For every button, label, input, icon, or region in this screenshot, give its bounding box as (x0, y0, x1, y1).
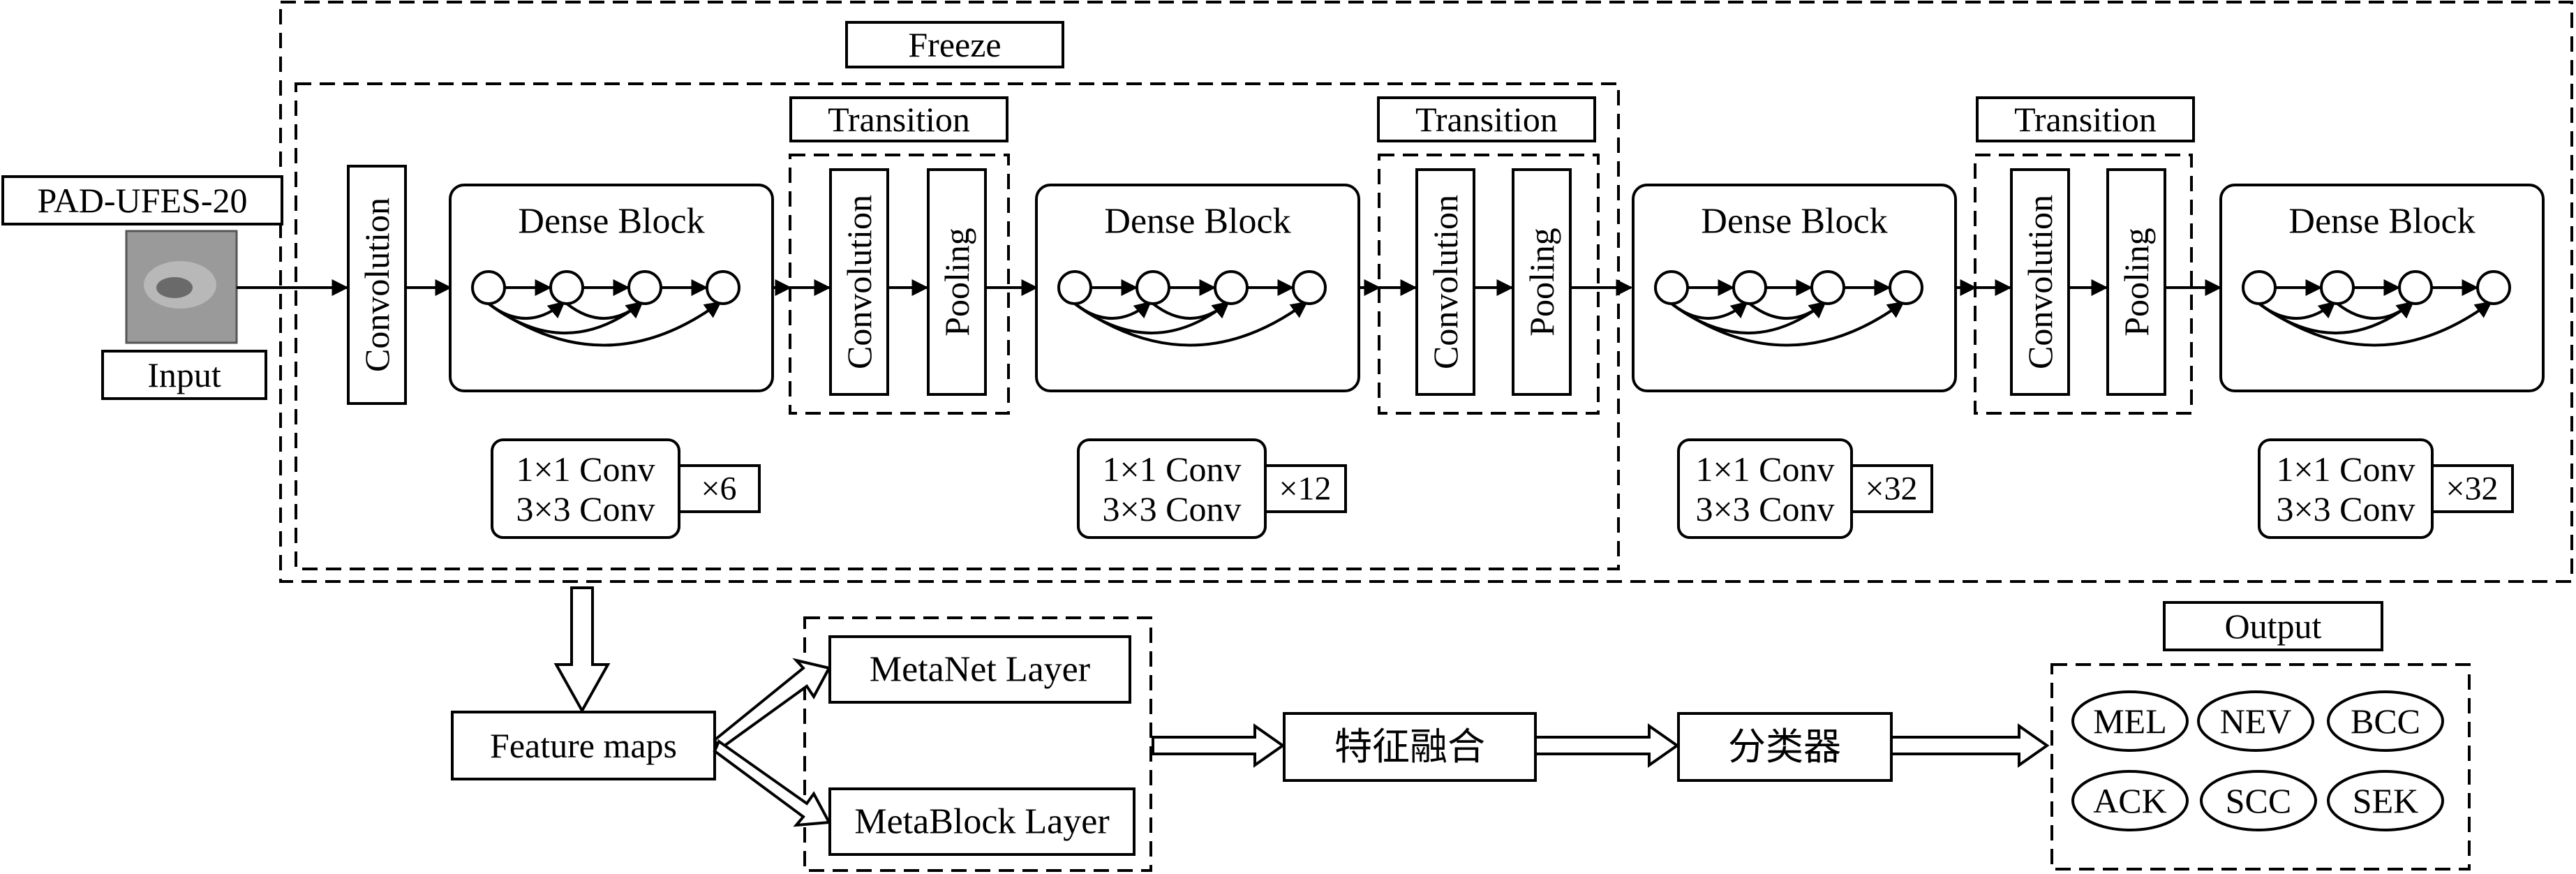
network-boundary (279, 1, 2573, 583)
class-sek: SEK (2327, 770, 2444, 831)
first-convolution-label: Convolution (357, 198, 396, 372)
fusion-label: 特征融合 (1334, 726, 1485, 768)
conv-spec-1-1x1: 1×1 Conv (516, 450, 655, 489)
meta-layers-group (803, 616, 1152, 872)
conv-spec-4-3x3: 3×3 Conv (2276, 489, 2415, 528)
conv-spec-2-repeat: ×12 (1279, 471, 1331, 508)
conv-spec-3-3x3: 3×3 Conv (1695, 489, 1834, 528)
freeze-region (295, 82, 1620, 570)
transition-1-convolution: Convolution (840, 195, 879, 369)
conv-spec-2: 1×1 Conv 3×3 Conv ×12 (1077, 438, 1347, 539)
conv-spec-4-repeat: ×32 (2445, 471, 2498, 508)
metanet-box (828, 635, 1131, 704)
transition-block-2: Convolution Pooling (1378, 154, 1600, 415)
dense-block-1: Dense Block (449, 184, 774, 392)
conv-spec-4-1x1: 1×1 Conv (2276, 450, 2415, 489)
dataset-label-box (1, 175, 283, 225)
feature-maps-box (451, 711, 716, 780)
transition-3-convolution: Convolution (2020, 195, 2060, 369)
fusion-box (1283, 712, 1537, 782)
arrow-classifier-to-output (1890, 723, 2050, 768)
conv-spec-3-repeat: ×32 (1865, 471, 1917, 508)
arrow-fusion-to-classifier (1534, 723, 1680, 768)
arrow-meta-to-fusion (1152, 723, 1286, 768)
class-mel: MEL (2071, 690, 2189, 752)
lesion-core (156, 277, 193, 298)
class-nev: NEV (2197, 690, 2314, 752)
first-convolution-box (347, 165, 407, 405)
metablock-box (828, 787, 1136, 856)
conv-spec-3: 1×1 Conv 3×3 Conv ×32 (1677, 438, 1933, 539)
transition-2-convolution: Convolution (1426, 195, 1465, 369)
arrows-feature-to-meta (713, 658, 832, 827)
conv-spec-4: 1×1 Conv 3×3 Conv ×32 (2258, 438, 2514, 539)
dataset-label: PAD-UFES-20 (37, 181, 247, 220)
freeze-label-box (845, 21, 1064, 68)
class-bcc-label: BCC (2351, 702, 2420, 741)
arrow-freeze-to-feature-maps (553, 586, 611, 714)
class-ack-label: ACK (2093, 781, 2167, 820)
class-ack: ACK (2071, 770, 2189, 831)
transition-label-2: Transition (1415, 100, 1558, 139)
transition-label-1: Transition (828, 100, 970, 139)
transition-1-pooling: Pooling (937, 228, 976, 336)
transition-block-3: Convolution Pooling (1974, 154, 2193, 415)
metanet-label: MetaNet Layer (870, 650, 1090, 690)
input-label: Input (147, 355, 221, 394)
conv-spec-1-repeat: ×6 (701, 471, 736, 508)
transition-3-pooling: Pooling (2117, 228, 2156, 336)
classifier-label: 分类器 (1728, 726, 1841, 768)
class-mel-label: MEL (2093, 702, 2167, 741)
output-group (2050, 663, 2471, 871)
class-sek-label: SEK (2353, 781, 2418, 820)
dense-block-2: Dense Block (1035, 184, 1360, 392)
output-label: Output (2225, 607, 2322, 646)
dense-block-1-title: Dense Block (518, 202, 704, 242)
transition-2-pooling: Pooling (1522, 228, 1561, 336)
class-scc: SCC (2200, 770, 2317, 831)
dense-block-3-title: Dense Block (1701, 202, 1887, 242)
conv-spec-1-3x3: 3×3 Conv (516, 489, 655, 528)
freeze-label: Freeze (908, 25, 1001, 64)
output-label-box (2163, 601, 2383, 651)
class-scc-label: SCC (2226, 781, 2292, 820)
dense-block-3: Dense Block (1632, 184, 1957, 392)
transition-block-1: Convolution Pooling (789, 154, 1010, 415)
feature-maps-label: Feature maps (490, 726, 677, 765)
input-label-box (101, 350, 267, 400)
metablock-label: MetaBlock Layer (854, 802, 1109, 842)
classifier-box (1677, 712, 1893, 782)
dense-block-4-title: Dense Block (2288, 202, 2475, 242)
class-nev-label: NEV (2220, 702, 2292, 741)
conv-spec-2-1x1: 1×1 Conv (1102, 450, 1241, 489)
transition-labels: Transition Transition Transition (789, 96, 2195, 142)
conv-spec-1: 1×1 Conv 3×3 Conv ×6 (491, 438, 761, 539)
conv-spec-3-1x1: 1×1 Conv (1695, 450, 1834, 489)
conv-spec-2-3x3: 3×3 Conv (1102, 489, 1241, 528)
class-bcc: BCC (2327, 690, 2444, 752)
dense-block-4: Dense Block (2219, 184, 2545, 392)
dense-block-2-title: Dense Block (1104, 202, 1290, 242)
transition-label-3: Transition (2014, 100, 2157, 139)
